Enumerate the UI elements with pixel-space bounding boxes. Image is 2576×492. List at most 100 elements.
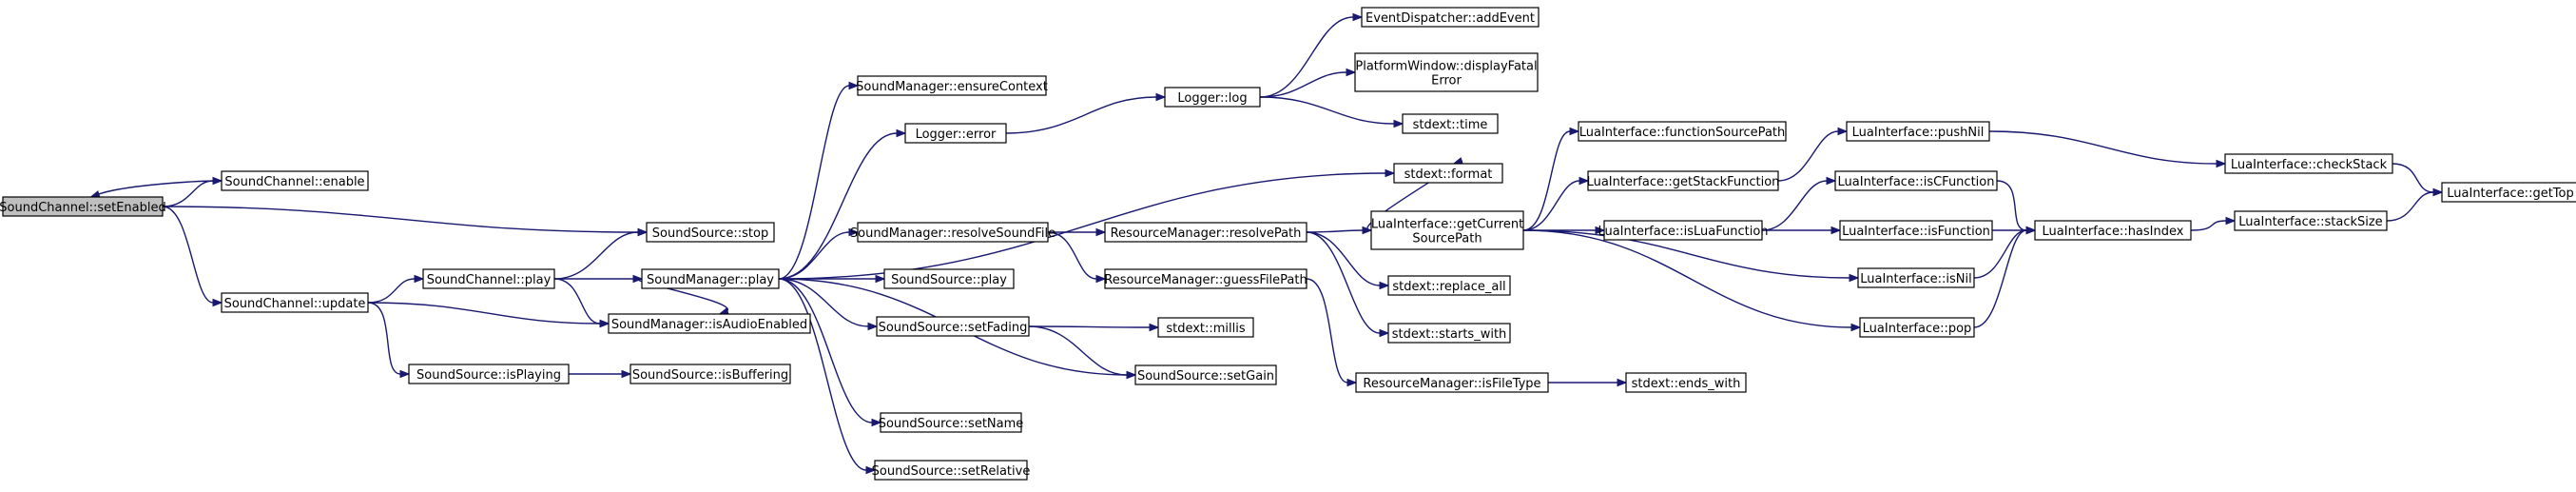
edge-guess-file-path-to-is-file-type [1306,278,1358,387]
node-ensure-context[interactable]: SoundManager::ensureContext [856,75,1048,96]
edge-arrowhead [1850,323,1862,332]
node-label: SoundSource::stop [652,226,768,241]
edge-line [1306,231,1381,334]
edge-resolve-path-to-starts-with [1306,231,1390,338]
node-is-lua-function[interactable]: LuaInterface::isLuaFunction [1598,220,1769,241]
node-starts-with[interactable]: stdext::starts_with [1387,323,1511,344]
edge-is-lua-function-to-is-function [1761,226,1842,235]
node-set-name[interactable]: SoundSource::setName [879,412,1024,433]
edge-line [1005,96,1157,134]
node-ch-play[interactable]: SoundChannel::play [422,268,555,289]
node-is-nil[interactable]: LuaInterface::isNil [1857,267,1975,288]
edge-line [1973,229,2027,328]
node-enable[interactable]: SoundChannel::enable [221,170,369,191]
node-box [641,268,780,289]
node-set-gain[interactable]: SoundSource::setGain [1134,364,1277,385]
node-resolve-path[interactable]: ResourceManager::resolvePath [1104,222,1307,243]
edge-line [162,180,214,207]
node-has-index[interactable]: LuaInterface::hasIndex [2034,220,2192,241]
node-label: SoundSource::setFading [879,321,1028,335]
edge-mgr-play-to-set-relative [778,278,877,475]
node-millis[interactable]: stdext::millis [1157,317,1254,338]
edge-arrowhead [1385,168,1396,178]
edge-arrowhead [1617,378,1628,387]
node-guess-file-path[interactable]: ResourceManager::guessFilePath [1104,268,1307,289]
edge-ch-play-to-is-audio-enabled [553,278,610,328]
edge-arrowhead [399,369,411,379]
edge-mgr-play-to-log-error [778,128,907,280]
edge-arrowhead [1095,227,1107,237]
node-get-stack-function[interactable]: LuaInterface::getStackFunction [1587,170,1780,191]
node-set-fading[interactable]: SoundSource::setFading [876,316,1030,337]
node-box [1834,170,1998,191]
edge-arrowhead [865,465,877,475]
node-stop[interactable]: SoundSource::stop [646,222,775,243]
node-label: LuaInterface::pushNil [1852,126,1985,140]
edge-line [1522,229,1852,328]
node-is-cfunction[interactable]: LuaInterface::isCFunction [1834,170,1998,191]
node-set-relative[interactable]: SoundSource::setRelative [872,460,1031,481]
edge-line [1259,71,1347,98]
edge-resolve-path-to-replace-all [1306,231,1390,290]
edge-line [1306,231,1381,286]
node-label: SoundSource::isPlaying [416,368,561,383]
node-box [1370,210,1524,250]
node-is-file-type[interactable]: ResourceManager::isFileType [1355,372,1549,393]
node-label: stdext::format [1404,167,1493,182]
node-pop[interactable]: LuaInterface::pop [1859,317,1975,338]
node-label: Logger::error [916,128,997,142]
node-box [1164,87,1261,108]
edge-line [1028,325,1151,328]
node-box [1578,121,1787,142]
node-set-enabled[interactable]: SoundChannel::setEnabled [0,196,166,217]
node-get-top[interactable]: LuaInterface::getTop [2441,182,2576,203]
node-box [1157,317,1254,338]
node-label: LuaInterface::getCurrent [1371,218,1523,232]
edge-line [1047,231,1097,280]
node-box [1387,275,1511,296]
node-box [629,364,791,384]
node-push-nil[interactable]: LuaInterface::pushNil [1846,121,1990,142]
node-time[interactable]: stdext::time [1402,113,1499,134]
edge-line [778,278,869,327]
node-is-buffering[interactable]: SoundSource::isBuffering [629,364,791,384]
node-ends-with[interactable]: stdext::ends_with [1625,372,1747,393]
edge-arrowhead [212,298,223,307]
node-label: LuaInterface::stackSize [2238,215,2382,229]
node-stack-size[interactable]: LuaInterface::stackSize [2234,210,2388,231]
node-update[interactable]: SoundChannel::update [221,292,369,313]
node-box [857,75,1047,96]
node-box [1387,323,1511,344]
edge-arrowhead [1379,328,1390,338]
node-add-event[interactable]: EventDispatcher::addEvent [1361,7,1540,28]
node-log[interactable]: Logger::log [1164,87,1261,108]
edge-arrowhead [848,81,860,90]
edge-line [778,278,867,471]
node-label: ResourceManager::resolvePath [1111,226,1302,241]
node-box [1393,163,1503,184]
node-is-audio-enabled[interactable]: SoundManager::isAudioEnabled [608,313,811,334]
edge-set-enabled-to-stop [162,206,649,237]
node-check-stack[interactable]: LuaInterface::checkStack [2224,153,2393,174]
node-resolve-sound-file[interactable]: SoundManager::resolveSoundFile [850,222,1056,243]
node-format[interactable]: stdext::format [1393,163,1503,184]
node-is-playing[interactable]: SoundSource::isPlaying [408,364,570,384]
node-box [2,196,164,217]
edge-get-stack-function-to-push-nil [1777,127,1849,182]
node-mgr-play[interactable]: SoundManager::play [641,268,780,289]
node-src-play[interactable]: SoundSource::play [883,268,1015,289]
node-is-function[interactable]: LuaInterface::isFunction [1839,220,1993,241]
node-log-error[interactable]: Logger::error [904,123,1007,144]
edge-update-to-ch-play [367,274,425,304]
node-label: stdext::replace_all [1392,280,1505,294]
node-function-source-path[interactable]: LuaInterface::functionSourcePath [1578,121,1787,142]
edge-line [96,180,223,196]
node-replace-all[interactable]: stdext::replace_all [1387,275,1511,296]
edge-line [1306,229,1364,233]
edge-line [162,206,639,233]
edge-pop-to-has-index [1973,226,2037,328]
node-box [221,292,369,313]
